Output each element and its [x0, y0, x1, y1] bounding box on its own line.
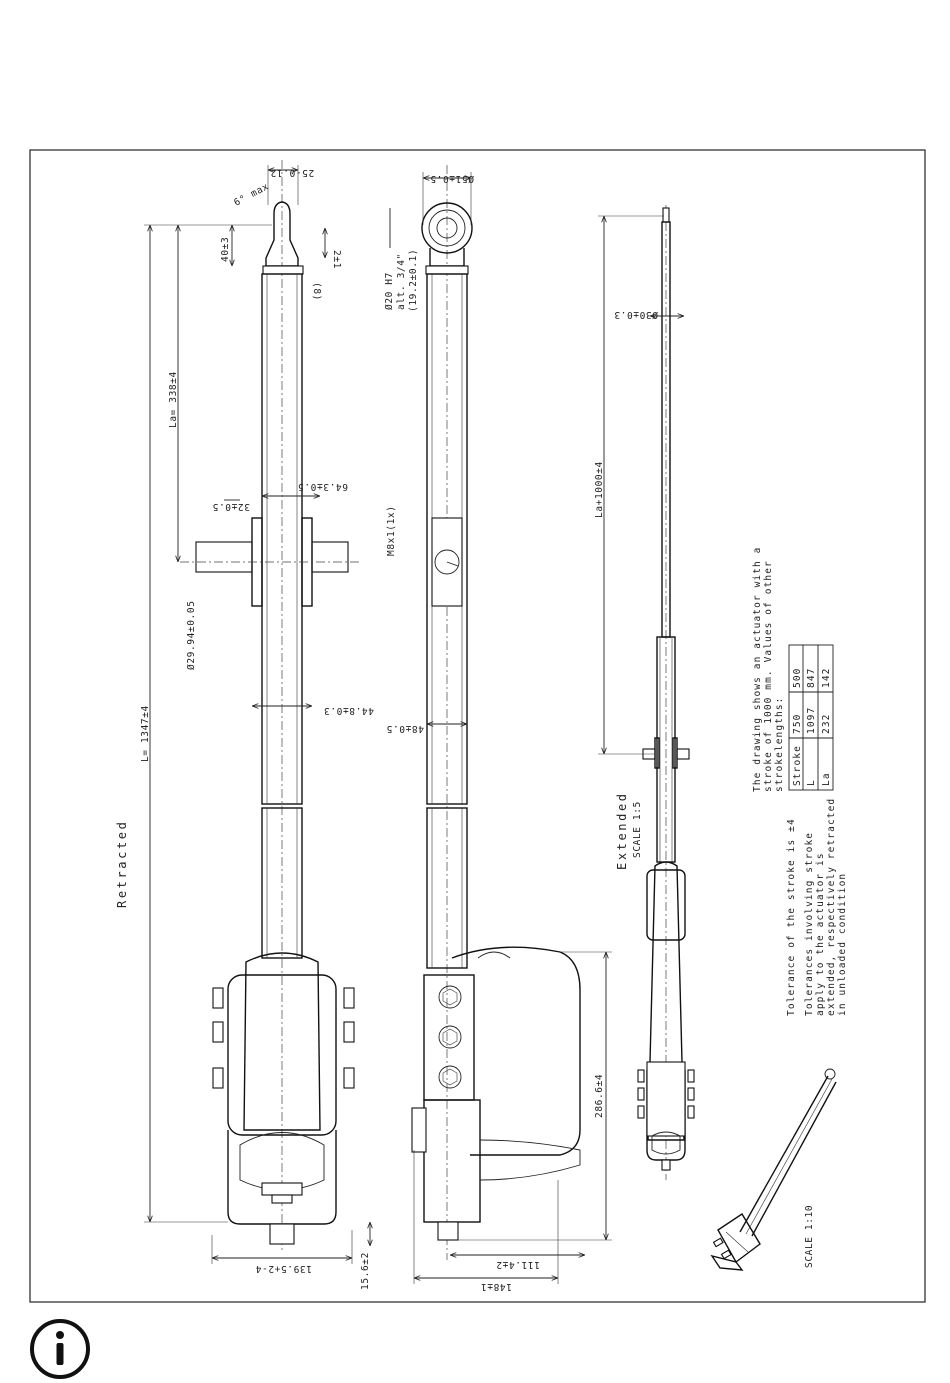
info-icon: [30, 1319, 90, 1379]
dim-20h7: Ø20 H7: [384, 272, 395, 310]
iso-scale: SCALE 1:10: [804, 1205, 815, 1268]
isometric-view: [710, 1068, 837, 1271]
dim-111: 111.4±2: [496, 1259, 540, 1270]
retracted-view: [144, 160, 370, 1264]
dim-alt: alt. 3/4": [396, 253, 407, 310]
dim-29: Ø29.94±0.05: [186, 600, 197, 670]
dim-19: (19.2±0.1): [408, 249, 419, 312]
table-cell: 1097: [806, 707, 817, 734]
dim-32: 32±0.5: [212, 501, 250, 512]
table-header-stroke: Stroke: [792, 745, 803, 786]
table-cell: 847: [806, 668, 817, 688]
dim-la: La= 338±4: [168, 371, 179, 428]
dim-44: 44.8±0.3: [323, 705, 374, 716]
note-tol-5: in unloaded condition: [837, 873, 848, 1016]
dim-139: 139.5+2-4: [255, 1263, 312, 1274]
extended-label: Extended: [615, 791, 629, 870]
note-draw-3: strokelengths:: [774, 697, 785, 792]
note-tol-2: Tolerances involving stroke: [804, 832, 815, 1016]
dim-40: 40±3: [220, 237, 231, 262]
dim-48: 48±0.5: [386, 723, 424, 734]
note-tol-1: Tolerance of the stroke is ±4: [786, 818, 797, 1016]
side-view: [389, 165, 612, 1284]
table-cell: 500: [792, 668, 803, 688]
dim-la1000: La+1000±4: [594, 461, 605, 518]
dim-2: 2±1: [331, 250, 342, 269]
dim-6deg: 6° max: [232, 181, 271, 209]
extended-view: [598, 205, 695, 1180]
drawing-frame: [29, 149, 926, 1303]
drawing-notes: The drawing shows an actuator with a str…: [752, 546, 785, 792]
note-draw-1: The drawing shows an actuator with a: [752, 546, 763, 792]
stroke-table: Stroke L La 750 1097 232 500 847 142: [788, 644, 834, 791]
note-tol-4: extended, respectively retracted: [826, 798, 837, 1016]
retracted-label: Retracted: [115, 820, 129, 908]
tolerance-notes: Tolerance of the stroke is ±4 Tolerances…: [786, 798, 848, 1016]
dim-286: 286.6±4: [594, 1074, 605, 1118]
dim-l: L= 1347±4: [140, 705, 151, 762]
note-tol-3: apply to the actuator is: [815, 852, 826, 1016]
table-cell: 142: [821, 668, 832, 688]
note-draw-2: stroke of 1000 mm. Values of other: [763, 560, 774, 792]
dim-30: Ø30±0.3: [614, 309, 658, 320]
dim-64: 64.3±0.5: [297, 481, 348, 492]
dim-25: 25-0.12: [270, 167, 314, 178]
dim-15: 15.6±2: [360, 1252, 371, 1290]
dim-8: (8): [311, 282, 322, 301]
table-header-la: La: [821, 772, 832, 786]
table-cell: 232: [821, 714, 832, 734]
extended-scale: SCALE 1:5: [632, 801, 643, 858]
dim-51: Ø51±0.5: [430, 173, 474, 184]
table-cell: 750: [792, 714, 803, 734]
dim-148: 148±1: [480, 1281, 512, 1292]
dim-m8: M8x1(1x): [386, 505, 397, 556]
table-header-l: L: [806, 779, 817, 786]
